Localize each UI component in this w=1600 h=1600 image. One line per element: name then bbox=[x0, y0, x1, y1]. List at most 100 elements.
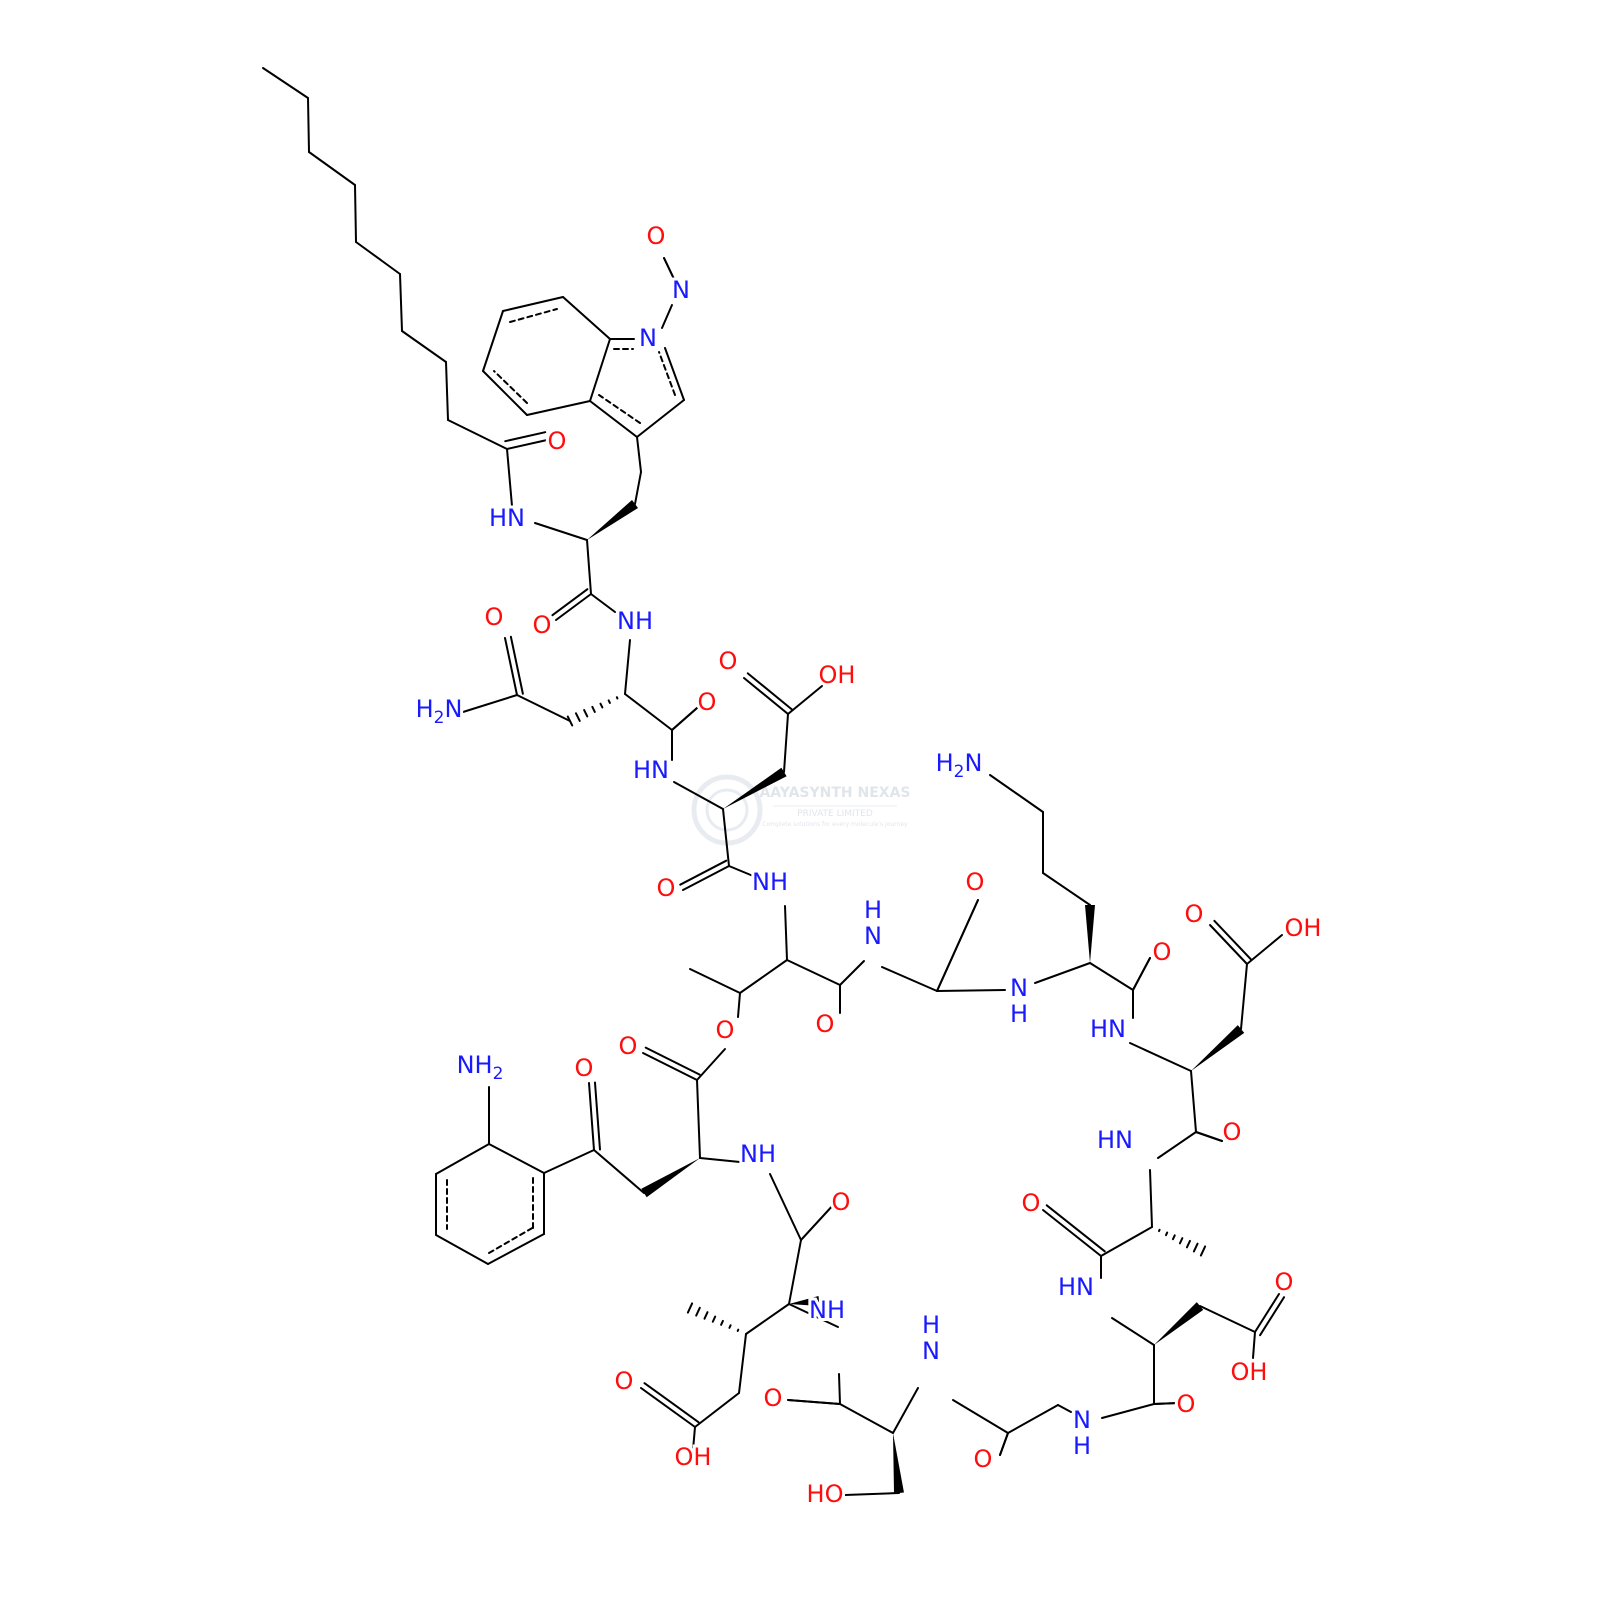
hash-stroke bbox=[574, 712, 581, 722]
hash-stroke bbox=[615, 696, 619, 700]
watermark-line1: AAYASYNTH NEXAS bbox=[759, 785, 910, 801]
bond-line bbox=[839, 1403, 894, 1434]
bond-line bbox=[590, 593, 616, 613]
atom-label-nh_asp2: HN bbox=[1090, 1015, 1126, 1043]
bond-line bbox=[800, 1202, 836, 1241]
hash-stroke bbox=[1199, 1245, 1207, 1257]
atom-label-o_asp1_a: O bbox=[719, 647, 738, 675]
wedge-bond bbox=[893, 1433, 904, 1494]
bond-line bbox=[1240, 963, 1248, 1030]
bond-line bbox=[661, 304, 673, 329]
atom-hydrogen-nh_gly2: H bbox=[1073, 1432, 1091, 1460]
hash-stroke bbox=[1192, 1242, 1199, 1253]
atom-label-o_asp2: O bbox=[1223, 1118, 1242, 1146]
bond-line bbox=[506, 439, 548, 450]
bond-line bbox=[435, 1234, 489, 1265]
atom-label-o_ester_co: O bbox=[619, 1032, 638, 1060]
bond-line bbox=[462, 694, 518, 713]
aromatic-bond-line bbox=[493, 370, 528, 404]
bond-line bbox=[694, 1392, 740, 1428]
watermark-line3: Complete solutions for every molecule's … bbox=[762, 821, 908, 828]
bond-line bbox=[787, 1399, 841, 1405]
bond-line bbox=[788, 1303, 839, 1328]
hash-stroke bbox=[686, 1302, 694, 1314]
bond-line bbox=[640, 1387, 696, 1428]
bond-line bbox=[502, 296, 564, 312]
hash-stroke bbox=[1164, 1231, 1169, 1237]
bond-line bbox=[737, 992, 741, 1018]
bond-line bbox=[435, 1143, 490, 1175]
bond-line bbox=[786, 959, 841, 986]
bond-line bbox=[746, 672, 793, 711]
bond-line bbox=[588, 1082, 595, 1151]
bond-line bbox=[555, 593, 592, 621]
bond-line bbox=[1101, 1403, 1155, 1419]
bond-line bbox=[679, 859, 728, 886]
atom-label-oh_mglu: OH bbox=[675, 1443, 712, 1471]
atom-label-nh_asn: NH bbox=[617, 607, 653, 635]
bond-line bbox=[355, 241, 401, 275]
hash-stroke bbox=[583, 709, 589, 718]
atom-label-o_asn: O bbox=[698, 688, 717, 716]
watermark-logo-inner-icon bbox=[705, 788, 749, 832]
bond-line bbox=[516, 694, 571, 722]
bond-line bbox=[728, 865, 759, 879]
atom-label-o_asp3_a: O bbox=[1275, 1268, 1294, 1296]
hash-stroke bbox=[720, 1319, 724, 1326]
bond-line bbox=[586, 539, 592, 595]
wedge-bond bbox=[587, 500, 638, 540]
bond-line bbox=[881, 966, 938, 992]
bond-line bbox=[504, 637, 518, 696]
bond-line bbox=[504, 431, 547, 443]
bond-line bbox=[562, 296, 611, 340]
bond-line bbox=[1129, 1042, 1192, 1072]
bond-line bbox=[1259, 1296, 1286, 1337]
hash-stroke bbox=[1178, 1237, 1184, 1245]
atom-label-oh_asp2: OH bbox=[1285, 914, 1322, 942]
bond-line bbox=[526, 400, 591, 416]
bond-line bbox=[682, 865, 730, 891]
bond-line bbox=[664, 347, 685, 401]
bond-line bbox=[1111, 1317, 1155, 1346]
bond-line bbox=[1057, 1404, 1072, 1413]
atom-label-oh_asp3: OH bbox=[1231, 1358, 1268, 1386]
atom-label-nh_thr: NH bbox=[752, 868, 788, 896]
bond-line bbox=[307, 97, 310, 153]
atom-label-o_mglu_a: O bbox=[615, 1367, 634, 1395]
bond-line bbox=[745, 1303, 790, 1335]
bond-line bbox=[624, 693, 673, 731]
atom-label-n_nitroso: N bbox=[672, 276, 690, 304]
hash-stroke bbox=[695, 1306, 701, 1317]
bond-line bbox=[892, 1387, 919, 1434]
bond-line bbox=[399, 273, 403, 332]
atom-label-nh_kyn: NH bbox=[740, 1140, 776, 1168]
bond-line bbox=[936, 899, 979, 992]
bond-line bbox=[636, 399, 685, 438]
aromatic-bond-line bbox=[598, 394, 641, 424]
hash-stroke bbox=[1185, 1239, 1191, 1249]
aromatic-bond-line bbox=[658, 351, 676, 396]
atom-label-o_asn_side: O bbox=[485, 603, 504, 631]
bond-line bbox=[1252, 1331, 1256, 1359]
atom-label-o_nitroso: O bbox=[647, 222, 666, 250]
bond-line bbox=[1045, 1204, 1106, 1253]
bond-line bbox=[838, 1373, 841, 1405]
atom-label-nh_gly1: N bbox=[864, 922, 882, 950]
atom-label-nh_ser: N bbox=[922, 1337, 940, 1365]
atom-label-o_ester: O bbox=[716, 1016, 735, 1044]
bond-line bbox=[543, 1149, 595, 1174]
hash-stroke bbox=[736, 1328, 740, 1332]
bond-line bbox=[534, 522, 588, 541]
bond-line bbox=[624, 639, 631, 695]
bond-line bbox=[1157, 1131, 1197, 1159]
bond-line bbox=[589, 400, 638, 438]
bond-line bbox=[1034, 962, 1091, 984]
hash-stroke bbox=[1157, 1228, 1161, 1233]
atom-label-o_gly1: O bbox=[966, 868, 985, 896]
atom-hydrogen-nh_ser: H bbox=[922, 1311, 940, 1339]
bond-line bbox=[447, 419, 508, 450]
bond-line bbox=[482, 310, 504, 372]
bond-line bbox=[1246, 934, 1283, 965]
wedge-bond bbox=[1154, 1302, 1204, 1345]
aromatic-bond-line bbox=[509, 308, 558, 323]
